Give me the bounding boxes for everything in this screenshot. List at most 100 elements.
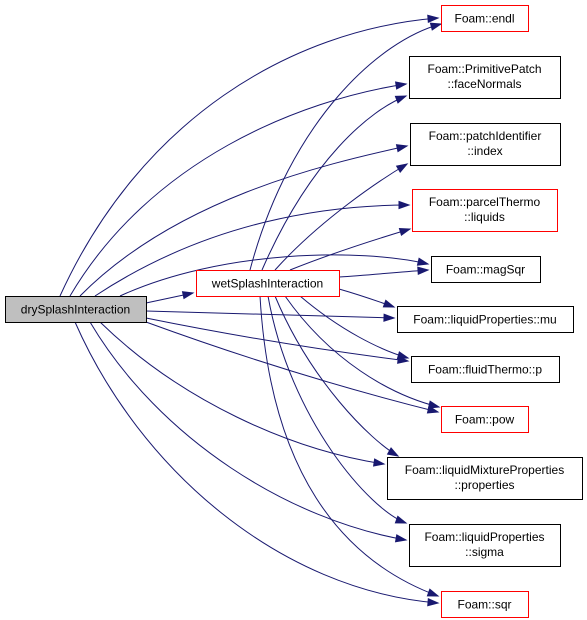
node-label: ::index — [467, 144, 502, 158]
edge-wetSplashInteraction-to-mu — [338, 288, 396, 308]
node-box — [441, 5, 529, 32]
node-box — [441, 406, 529, 433]
edge-line — [274, 295, 399, 457]
edge-wetSplashInteraction-to-sqr — [259, 295, 440, 597]
nodes-layer: drySplashInteraction wetSplashInteraction… — [5, 5, 583, 618]
node-label: Foam::fluidThermo::p — [428, 363, 542, 377]
node-index[interactable]: Foam::patchIdentifier::index — [410, 123, 561, 166]
edge-line — [259, 295, 439, 597]
node-box — [441, 591, 529, 618]
edge-arrowhead — [395, 144, 409, 153]
edge-line — [89, 321, 407, 541]
edge-drySplashInteraction-to-p — [145, 317, 410, 364]
node-label: Foam::liquidProperties — [424, 530, 544, 544]
edge-wetSplashInteraction-to-faceNormals — [261, 95, 408, 271]
edge-line — [99, 321, 385, 465]
node-faceNormals[interactable]: Foam::PrimitivePatch::faceNormals — [409, 56, 561, 99]
edge-arrowhead — [395, 163, 409, 173]
node-wetSplashInteraction[interactable]: wetSplashInteraction — [196, 270, 340, 297]
edge-wetSplashInteraction-to-endl — [249, 22, 443, 271]
edge-line — [145, 321, 439, 413]
node-box — [397, 306, 574, 333]
node-box — [387, 457, 583, 500]
node-box — [410, 123, 561, 166]
edge-wetSplashInteraction-to-liquids — [289, 227, 412, 271]
edge-drySplashInteraction-to-sqr — [74, 321, 440, 607]
node-pow[interactable]: Foam::pow — [441, 406, 529, 433]
edge-line — [79, 145, 408, 297]
node-mu[interactable]: Foam::liquidProperties::mu — [397, 306, 574, 333]
edge-arrowhead — [372, 458, 386, 467]
node-sqr[interactable]: Foam::sqr — [441, 591, 529, 618]
edge-arrowhead — [398, 200, 411, 210]
edge-wetSplashInteraction-to-pow — [284, 295, 441, 409]
node-label: Foam::sqr — [457, 598, 511, 612]
edge-arrowhead — [427, 14, 440, 24]
node-label: ::properties — [454, 478, 514, 492]
edge-arrowhead — [383, 313, 396, 322]
edge-line — [59, 17, 439, 297]
node-box — [409, 524, 561, 567]
edge-arrowhead — [181, 291, 195, 300]
node-box — [196, 270, 340, 297]
edge-drySplashInteraction-to-endl — [59, 14, 440, 297]
node-label: wetSplashInteraction — [211, 277, 323, 291]
node-label: drySplashInteraction — [21, 303, 130, 317]
edge-arrowhead — [394, 534, 408, 543]
node-label: Foam::liquidMixtureProperties — [405, 463, 564, 477]
node-label: ::faceNormals — [447, 77, 521, 91]
edge-arrowhead — [427, 597, 440, 607]
edge-drySplashInteraction-to-faceNormals — [69, 81, 408, 297]
edge-wetSplashInteraction-to-properties — [274, 295, 400, 457]
node-box — [412, 189, 558, 232]
node-label: Foam::PrimitivePatch — [427, 62, 541, 76]
edge-arrowhead — [416, 257, 430, 266]
node-sigma[interactable]: Foam::liquidProperties::sigma — [409, 524, 561, 567]
edge-line — [249, 23, 442, 271]
node-drySplashInteraction[interactable]: drySplashInteraction — [5, 296, 147, 323]
edge-line — [145, 310, 395, 319]
node-box — [409, 56, 561, 99]
edge-drySplashInteraction-to-properties — [99, 321, 386, 467]
edge-arrowhead — [417, 266, 430, 275]
node-liquids[interactable]: Foam::parcelThermo::liquids — [412, 189, 558, 232]
node-label: ::liquids — [464, 210, 505, 224]
edge-arrowhead — [386, 447, 400, 457]
edge-arrowhead — [382, 299, 396, 308]
edge-line — [74, 321, 439, 604]
edge-arrowhead — [427, 400, 441, 409]
edge-wetSplashInteraction-to-p — [299, 295, 410, 360]
edge-wetSplashInteraction-to-index — [274, 163, 409, 271]
edge-drySplashInteraction-to-magSqr — [119, 254, 430, 297]
edge-arrowhead — [394, 81, 408, 90]
edge-line — [267, 295, 407, 524]
node-box — [411, 356, 560, 383]
edge-arrowhead — [429, 22, 443, 31]
node-label: Foam::endl — [454, 12, 514, 26]
node-label: Foam::liquidProperties::mu — [413, 313, 556, 327]
edge-drySplashInteraction-to-mu — [145, 310, 396, 322]
node-label: Foam::parcelThermo — [429, 195, 541, 209]
node-endl[interactable]: Foam::endl — [441, 5, 529, 32]
edge-arrowhead — [394, 95, 408, 104]
edge-drySplashInteraction-to-index — [79, 144, 409, 297]
edge-line — [274, 163, 408, 271]
edges-layer — [59, 14, 443, 607]
node-properties[interactable]: Foam::liquidMixtureProperties::propertie… — [387, 457, 583, 500]
node-box — [431, 256, 541, 283]
edge-drySplashInteraction-to-sigma — [89, 321, 408, 543]
edge-wetSplashInteraction-to-sigma — [267, 295, 408, 524]
node-box — [5, 296, 147, 323]
edge-arrowhead — [396, 351, 410, 360]
node-magSqr[interactable]: Foam::magSqr — [431, 256, 541, 283]
node-label: Foam::pow — [455, 413, 515, 427]
node-label: ::sigma — [465, 545, 504, 559]
edge-line — [119, 254, 429, 297]
edge-drySplashInteraction-to-pow — [145, 321, 440, 414]
edge-line — [69, 83, 407, 297]
edge-line — [145, 317, 409, 362]
node-p[interactable]: Foam::fluidThermo::p — [411, 356, 560, 383]
edge-arrowhead — [398, 227, 412, 237]
edge-line — [284, 295, 440, 408]
